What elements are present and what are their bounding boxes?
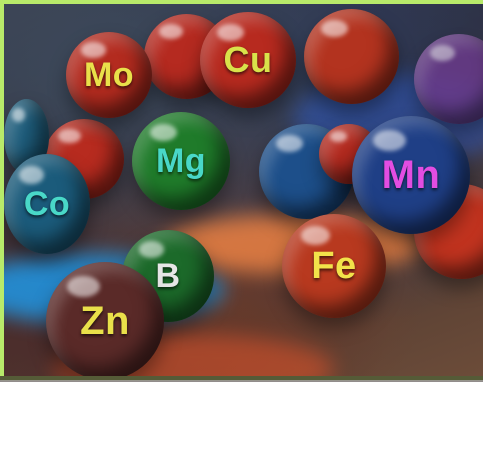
element-ball-co <box>4 154 90 254</box>
element-ball-mg <box>132 112 230 210</box>
element-label-mn: Mn <box>381 152 441 197</box>
glass-bead <box>304 9 399 104</box>
element-ball-mn <box>352 116 470 234</box>
element-label-mg: Mg <box>155 141 207 180</box>
glass-bead <box>414 34 483 124</box>
mirror-reflection: Mo Cu Mg Mn Co Fe B Zn <box>0 380 483 473</box>
element-label-zn: Zn <box>80 298 130 343</box>
element-label-fe: Fe <box>311 244 357 287</box>
reflection-fade <box>0 380 483 473</box>
element-ball-zn <box>46 262 164 376</box>
element-label-co: Co <box>23 184 71 223</box>
element-label-mo: Mo <box>83 55 135 94</box>
element-label-b: B <box>155 256 181 295</box>
element-ball-fe <box>282 214 386 318</box>
element-ball-cu <box>200 12 296 108</box>
element-label-cu: Cu <box>223 39 273 80</box>
element-ball-mo <box>66 32 152 118</box>
scene-image: Mo Cu Mg Mn Co Fe B Zn <box>0 0 483 380</box>
frame-bottom-edge <box>0 376 483 382</box>
